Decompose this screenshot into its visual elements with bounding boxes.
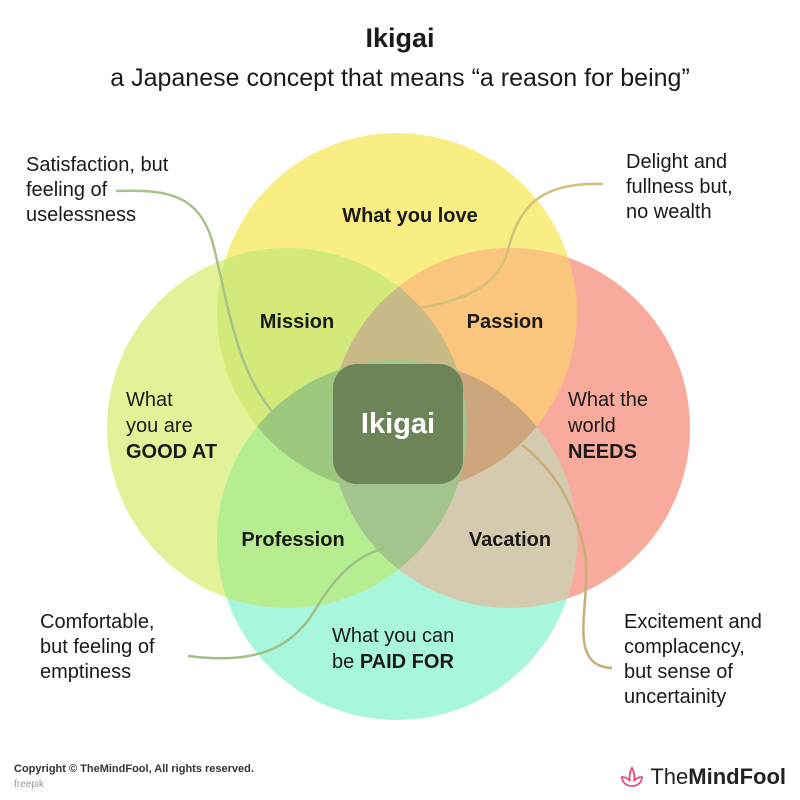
label-paid-for-bold: PAID FOR — [360, 651, 455, 673]
label-passion: Passion — [467, 311, 544, 333]
note-top-left: Satisfaction, but feeling of uselessness — [26, 153, 168, 228]
note-line: fullness but, — [626, 176, 733, 198]
note-top-right: Delight and fullness but, no wealth — [626, 150, 733, 225]
brand-name-bold: MindFool — [688, 764, 786, 789]
note-line: uselessness — [26, 204, 137, 226]
label-paid-for-line2: be PAID FOR — [332, 651, 454, 673]
label-good-at-line2: you are — [126, 415, 193, 437]
note-line: no wealth — [626, 201, 712, 223]
lotus-icon — [621, 766, 644, 787]
overlap-passion-vacation — [330, 360, 577, 493]
note-line: uncertainity — [624, 686, 727, 708]
label-world-needs-line3: NEEDS — [568, 441, 637, 463]
note-line: Excitement and — [624, 611, 762, 633]
note-bottom-left: Comfortable, but feeling of emptiness — [40, 610, 155, 685]
note-bottom-right: Excitement and complacency, but sense of… — [624, 610, 762, 710]
credit-text: freepik — [14, 779, 45, 790]
label-paid-for-line1: What you can — [332, 625, 454, 647]
note-line: but feeling of — [40, 636, 155, 658]
label-what-you-love: What you love — [342, 205, 478, 227]
label-world-needs-line1: What the — [568, 389, 648, 411]
connector-top-left — [115, 189, 281, 421]
overlap-mission-profession — [217, 360, 467, 493]
connector-top-right — [419, 182, 604, 310]
note-line: Comfortable, — [40, 611, 155, 633]
page-title: Ikigai — [365, 23, 435, 53]
label-ikigai-center: Ikigai — [361, 408, 435, 440]
note-line: Satisfaction, but — [26, 154, 169, 176]
label-profession: Profession — [241, 529, 344, 551]
brand-name-light: The — [650, 764, 689, 789]
note-line: but sense of — [624, 661, 733, 683]
label-good-at-line3: GOOD AT — [126, 441, 217, 463]
overlap-mission-passion — [330, 248, 467, 493]
note-line: feeling of — [26, 179, 108, 201]
connector-bottom-left — [187, 546, 386, 660]
note-line: Delight and — [626, 151, 728, 173]
label-paid-for-prefix: be — [332, 651, 360, 673]
note-line: emptiness — [40, 661, 132, 683]
page-subtitle: a Japanese concept that means “a reason … — [110, 64, 690, 92]
label-mission: Mission — [260, 311, 334, 333]
connector-bottom-right — [521, 444, 613, 670]
label-good-at-line1: What — [126, 389, 173, 411]
brand-name: TheMindFool — [650, 764, 786, 790]
ikigai-center — [333, 364, 463, 484]
label-vacation: Vacation — [469, 529, 551, 551]
brand-logo: TheMindFool — [620, 764, 786, 790]
note-line: complacency, — [624, 636, 745, 658]
overlap-profession-vacation — [330, 360, 467, 608]
copyright-text: Copyright © TheMindFool, All rights rese… — [14, 763, 254, 775]
label-world-needs-line2: world — [567, 415, 616, 437]
